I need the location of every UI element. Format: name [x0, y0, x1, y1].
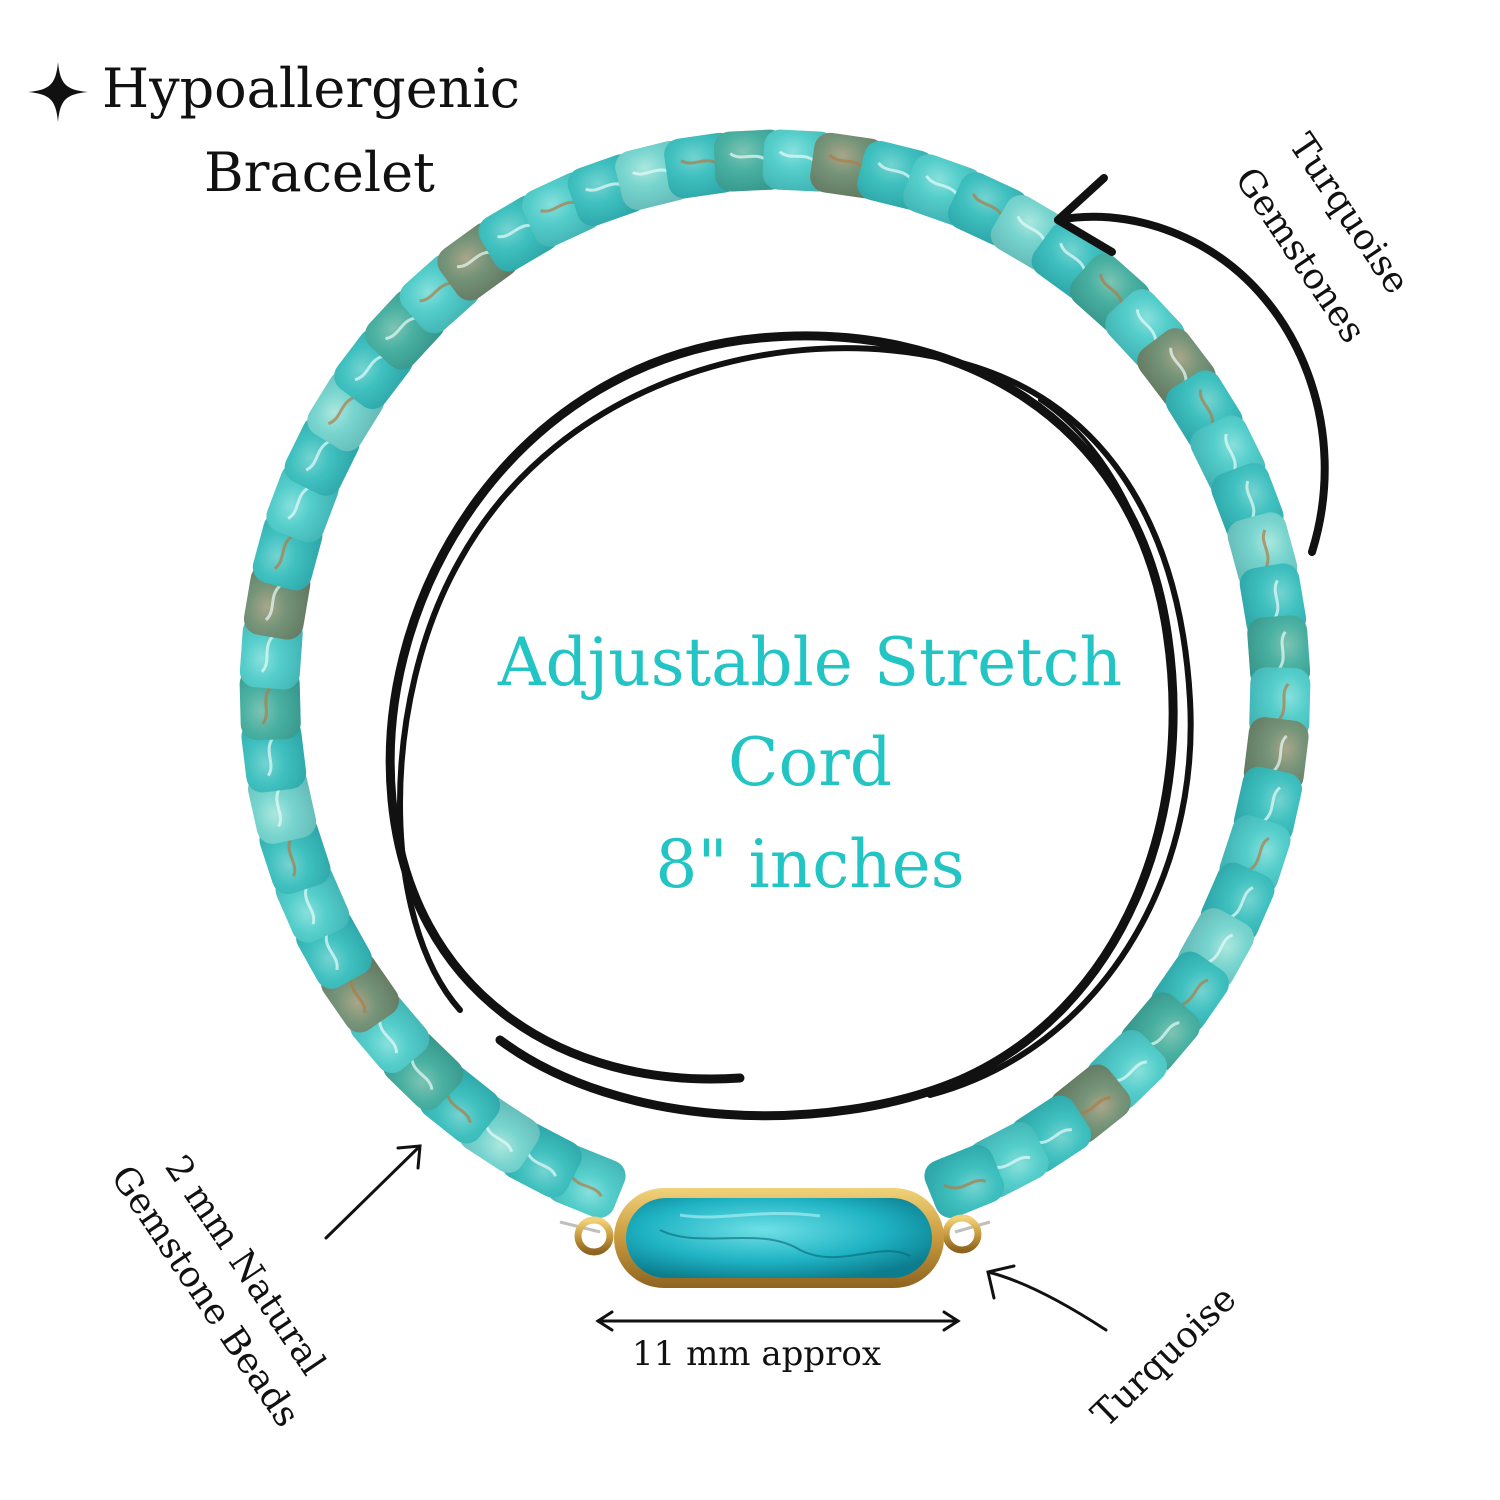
- title-line-2: Bracelet: [204, 141, 435, 204]
- arrow-to-pendant-icon: [986, 1264, 1108, 1332]
- scribble-circle: [385, 331, 1194, 1121]
- center-text-line-1: Adjustable Stretch: [497, 624, 1123, 701]
- bead: [924, 1144, 1004, 1218]
- width-label: 11 mm approx: [632, 1334, 882, 1374]
- bracelet-beads: [239, 129, 1311, 1218]
- center-text-line-2: Cord: [727, 724, 893, 801]
- arrow-to-beads-icon: [324, 1144, 422, 1240]
- curved-arrow-icon: [1054, 174, 1329, 556]
- turquoise-pendant: [559, 1188, 991, 1288]
- width-measure-arrow: [595, 1310, 961, 1332]
- center-text-line-3: 8" inches: [655, 826, 965, 903]
- title-line-1: Hypoallergenic: [102, 57, 520, 120]
- header-star-icon: [26, 60, 90, 134]
